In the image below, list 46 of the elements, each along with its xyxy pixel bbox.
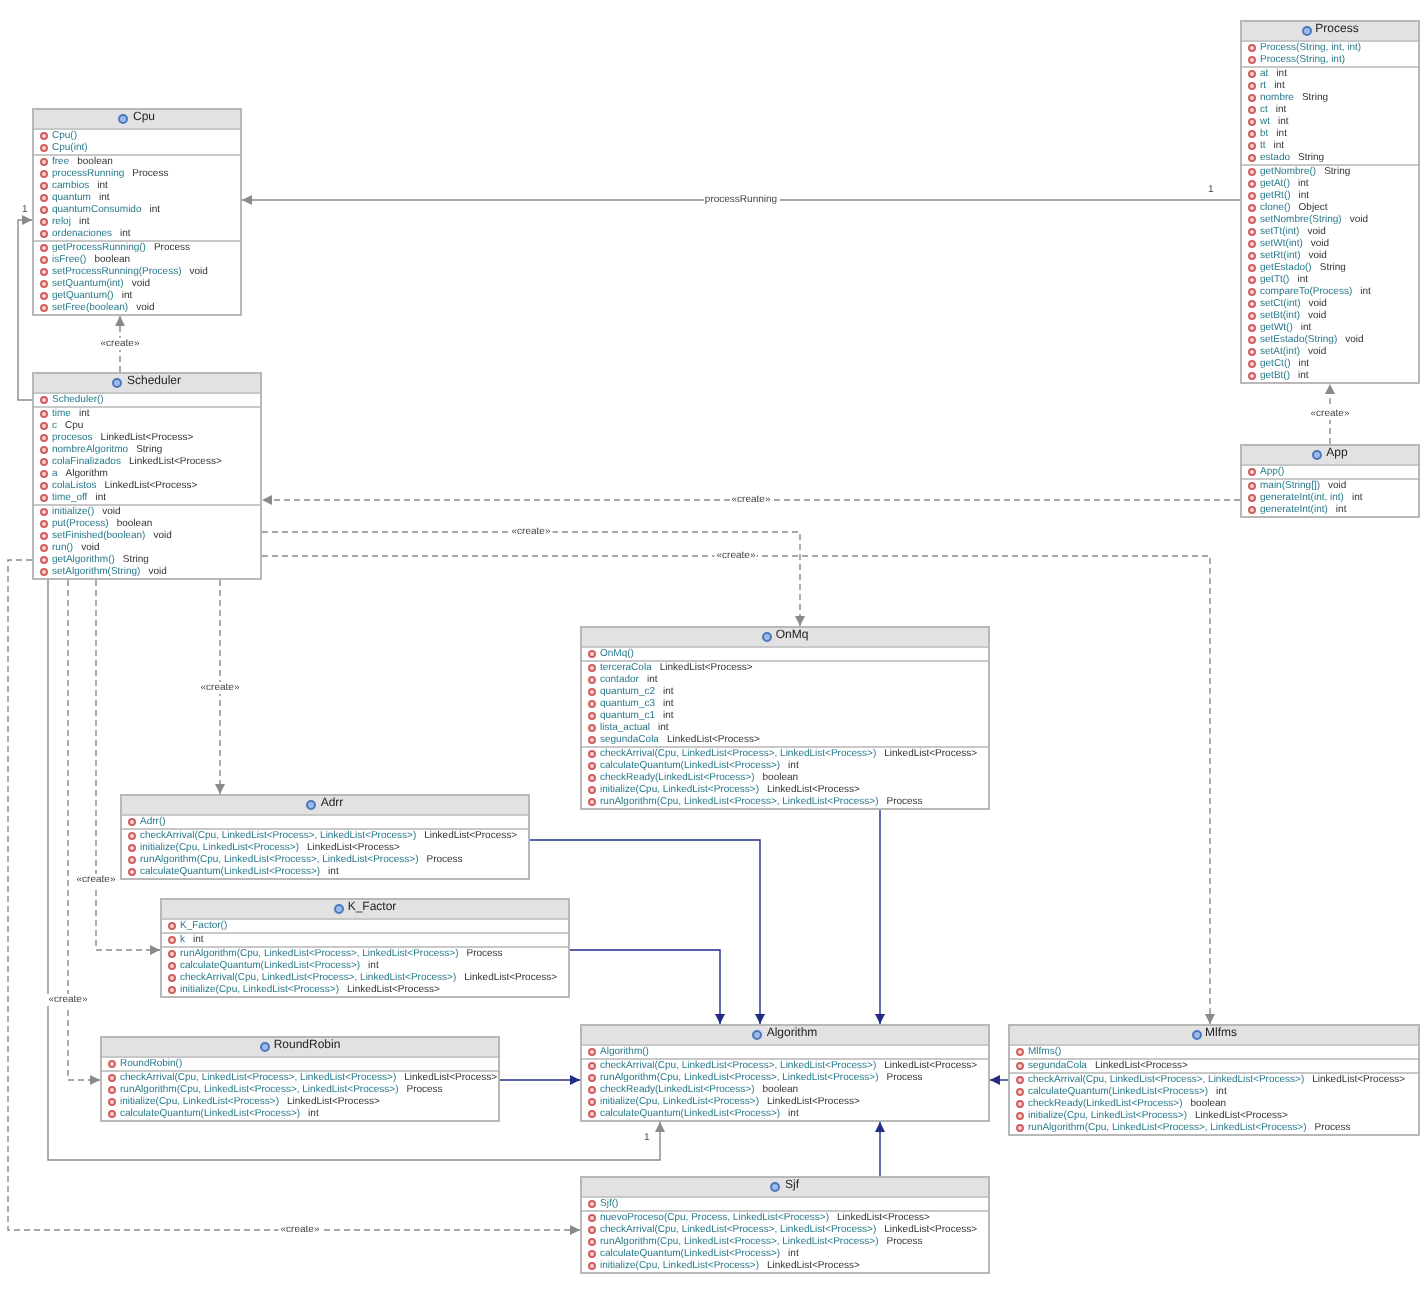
dashed-arrow <box>215 579 225 795</box>
arrow <box>47 579 665 1161</box>
arrow <box>875 809 885 1025</box>
class-compartment <box>582 1210 988 1272</box>
class-compartment <box>1242 40 1418 66</box>
dashed-arrow <box>261 495 1241 505</box>
dashed-arrow <box>7 559 581 1235</box>
class-box <box>1008 1024 1420 1136</box>
class-box <box>32 108 242 316</box>
class-box <box>120 794 530 880</box>
class-compartment <box>122 828 528 878</box>
arrow <box>241 195 1241 205</box>
class-compartment <box>102 1070 498 1120</box>
class-box <box>32 372 262 580</box>
class-compartment <box>1010 1072 1418 1134</box>
class-box <box>580 1176 990 1274</box>
class-box <box>160 898 570 998</box>
arrow <box>875 1121 885 1177</box>
class-box <box>580 1024 990 1122</box>
class-compartment <box>582 660 988 746</box>
arrow <box>529 839 765 1025</box>
class-compartment <box>34 240 240 314</box>
class-compartment <box>582 746 988 808</box>
class-compartment <box>34 154 240 240</box>
dashed-arrow <box>261 555 1215 1025</box>
dashed-arrow <box>261 531 805 627</box>
class-box <box>580 626 990 810</box>
class-compartment <box>162 946 568 996</box>
class-box <box>100 1036 500 1122</box>
class-box <box>1240 444 1420 518</box>
arrow <box>569 949 725 1025</box>
class-compartment <box>34 504 260 578</box>
dashed-arrow <box>115 315 125 373</box>
dashed-arrow <box>67 579 101 1085</box>
dashed-arrow <box>1325 383 1335 445</box>
arrow <box>17 215 33 401</box>
class-compartment <box>34 406 260 504</box>
class-box <box>1240 20 1420 384</box>
class-compartment <box>34 128 240 154</box>
arrow <box>499 1075 581 1085</box>
class-compartment <box>1242 66 1418 164</box>
class-compartment <box>1242 478 1418 516</box>
dashed-arrow <box>95 579 161 955</box>
class-compartment <box>1242 164 1418 382</box>
arrow <box>989 1075 1009 1085</box>
class-compartment <box>582 1058 988 1120</box>
